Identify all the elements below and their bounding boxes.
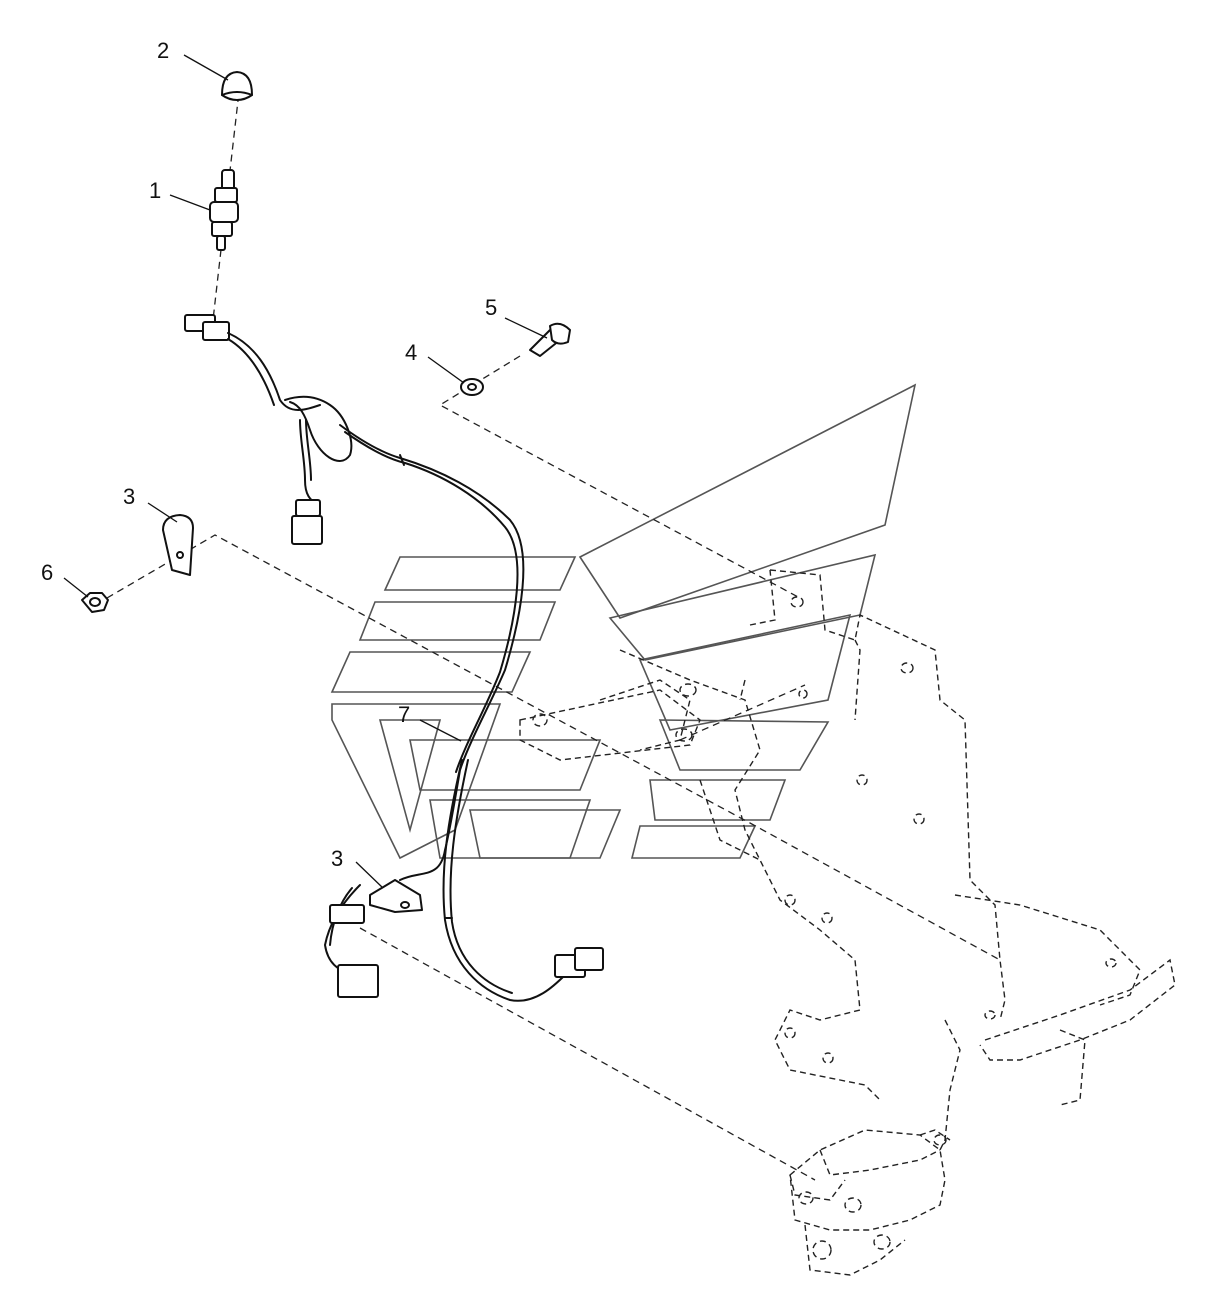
watermark-logo	[330, 383, 917, 860]
part-5-bolt	[529, 322, 571, 357]
mounting-bracket	[519, 569, 1176, 1151]
callout-3-lower: 3	[331, 846, 343, 871]
part-3-clip-lower	[369, 879, 423, 913]
callout-2: 2	[157, 38, 169, 63]
valve-block	[789, 1129, 951, 1276]
callout-5: 5	[485, 295, 497, 320]
part-6-nut	[81, 592, 109, 613]
callout-4: 4	[405, 340, 417, 365]
callout-3-upper: 3	[123, 484, 135, 509]
part-7-wiring-harness	[184, 314, 604, 1002]
part-2-cap	[221, 71, 253, 101]
callouts: 2 1 5 4 3 6 7 3	[41, 38, 497, 871]
callout-6: 6	[41, 560, 53, 585]
part-4-washer	[460, 378, 484, 396]
alignment-lines	[106, 82, 1001, 1181]
leader-lines	[63, 54, 548, 889]
callout-7: 7	[398, 702, 410, 727]
part-3-clip-upper	[162, 514, 194, 576]
part-1-pressure-switch	[209, 169, 239, 251]
callout-1: 1	[149, 178, 161, 203]
